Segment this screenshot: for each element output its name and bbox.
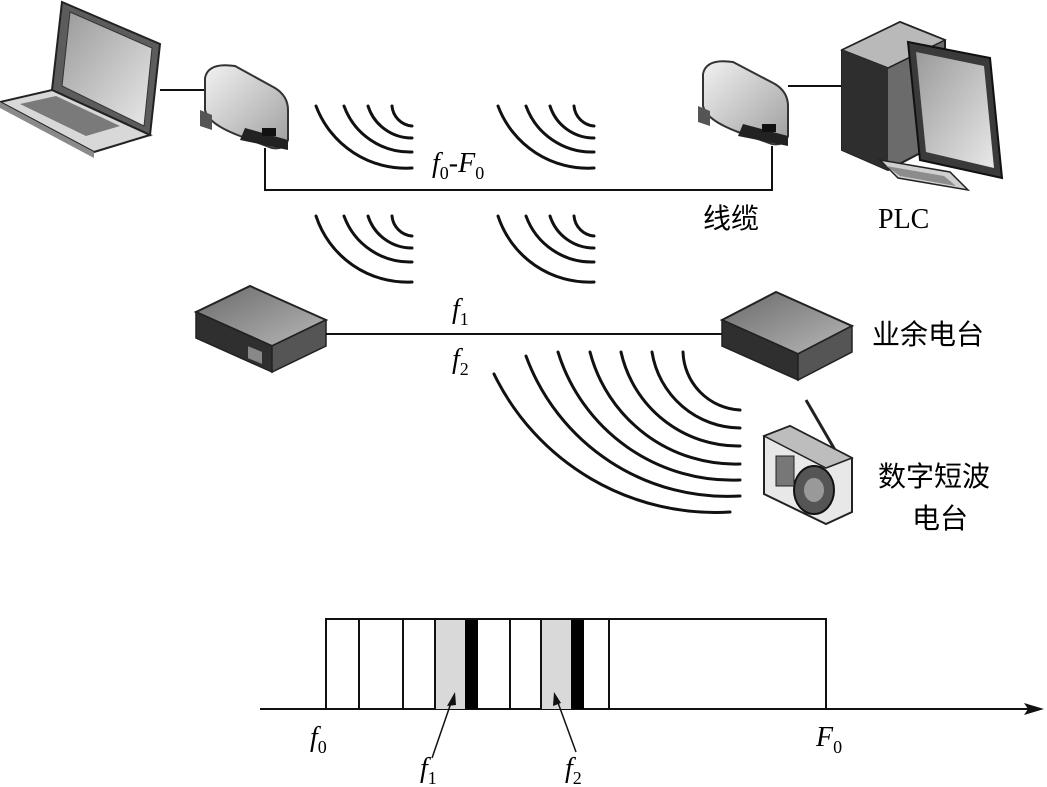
amateur-radio-label: 业余电台 [872, 318, 984, 351]
notch-f2-gray [541, 619, 571, 709]
spectrum-F0-label: F0 [815, 722, 842, 757]
plc-band-outline [325, 618, 827, 709]
amateur-f1-label: f1 [452, 294, 469, 329]
shortwave-label-line1: 数字短波 [878, 460, 990, 493]
plc-band-f: f [432, 148, 443, 179]
plc-adapter-icon [698, 60, 789, 146]
laptop-icon [0, 0, 162, 158]
spectrum-f2-label: f2 [565, 753, 582, 787]
power-cable [264, 146, 773, 191]
f1-pointer-head [447, 692, 456, 706]
plc-band-label: f0-F0 [432, 148, 484, 183]
desktop-computer-icon [840, 20, 1004, 192]
axis-arrow [1024, 703, 1044, 715]
plc-adapter-icon [200, 64, 289, 150]
notch-f1-black [465, 619, 478, 709]
amateur-radio-box-icon [719, 290, 855, 382]
shortwave-radio-icon [762, 399, 854, 526]
amateur-f2-label: f2 [452, 344, 469, 379]
notch-f2-black [571, 619, 584, 709]
plc-label: PLC [878, 204, 929, 235]
cable-label: 线缆 [703, 202, 759, 235]
f2-pointer [556, 699, 577, 753]
plc-radiation-waves [314, 104, 596, 284]
notch-f1-gray [435, 619, 465, 709]
f1-pointer [431, 699, 453, 759]
shortwave-label-line2: 电台 [912, 502, 968, 535]
spectrum-diagram: f0 F0 f1 f2 [260, 618, 1044, 787]
f2-pointer-head [553, 692, 561, 706]
amateur-radio-box-icon [193, 284, 329, 374]
spectrum-f1-label: f1 [420, 753, 437, 787]
spectrum-f0-label: f0 [310, 722, 327, 757]
shortwave-radiation-waves [492, 350, 742, 514]
